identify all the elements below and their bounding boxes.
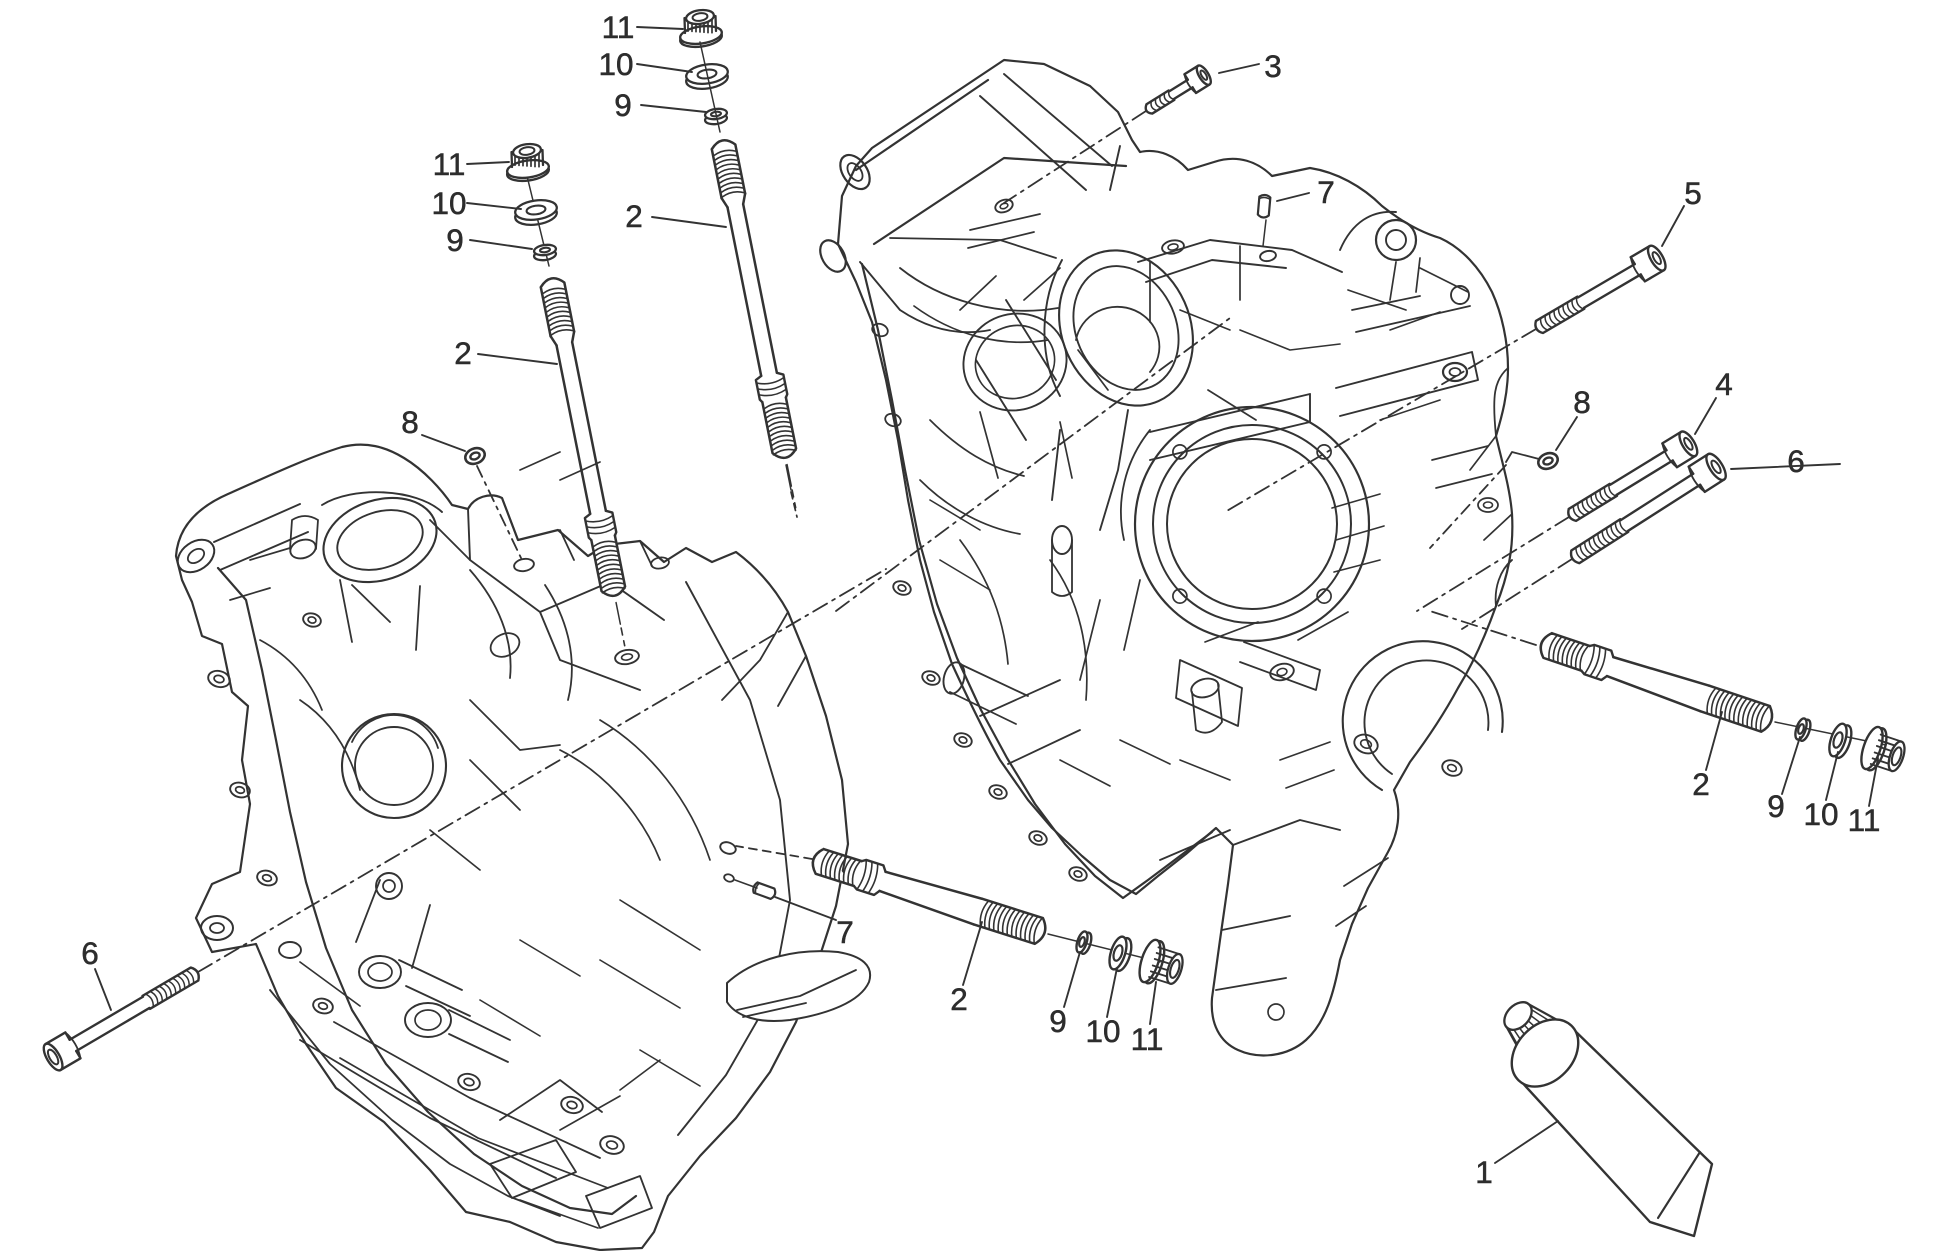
svg-text:2: 2 <box>625 198 643 234</box>
svg-text:6: 6 <box>81 935 99 971</box>
svg-text:9: 9 <box>446 222 464 258</box>
svg-text:1: 1 <box>1475 1154 1493 1190</box>
svg-text:2: 2 <box>454 335 472 371</box>
svg-text:8: 8 <box>401 404 419 440</box>
svg-text:8: 8 <box>1573 384 1591 420</box>
svg-text:11: 11 <box>602 9 635 45</box>
svg-text:7: 7 <box>1317 174 1335 210</box>
svg-text:10: 10 <box>1803 796 1838 832</box>
svg-text:11: 11 <box>433 146 466 182</box>
svg-text:9: 9 <box>614 87 632 123</box>
svg-text:4: 4 <box>1715 366 1733 402</box>
svg-text:9: 9 <box>1049 1003 1067 1039</box>
svg-text:11: 11 <box>1131 1021 1164 1057</box>
svg-text:6: 6 <box>1787 443 1805 479</box>
svg-text:7: 7 <box>836 914 854 950</box>
svg-text:10: 10 <box>1085 1013 1120 1049</box>
svg-text:3: 3 <box>1264 48 1282 84</box>
svg-text:2: 2 <box>950 981 968 1017</box>
svg-text:2: 2 <box>1692 766 1710 802</box>
svg-text:10: 10 <box>598 46 633 82</box>
svg-text:5: 5 <box>1684 175 1702 211</box>
svg-text:11: 11 <box>1848 802 1881 838</box>
svg-text:10: 10 <box>431 185 466 221</box>
svg-text:9: 9 <box>1767 788 1785 824</box>
